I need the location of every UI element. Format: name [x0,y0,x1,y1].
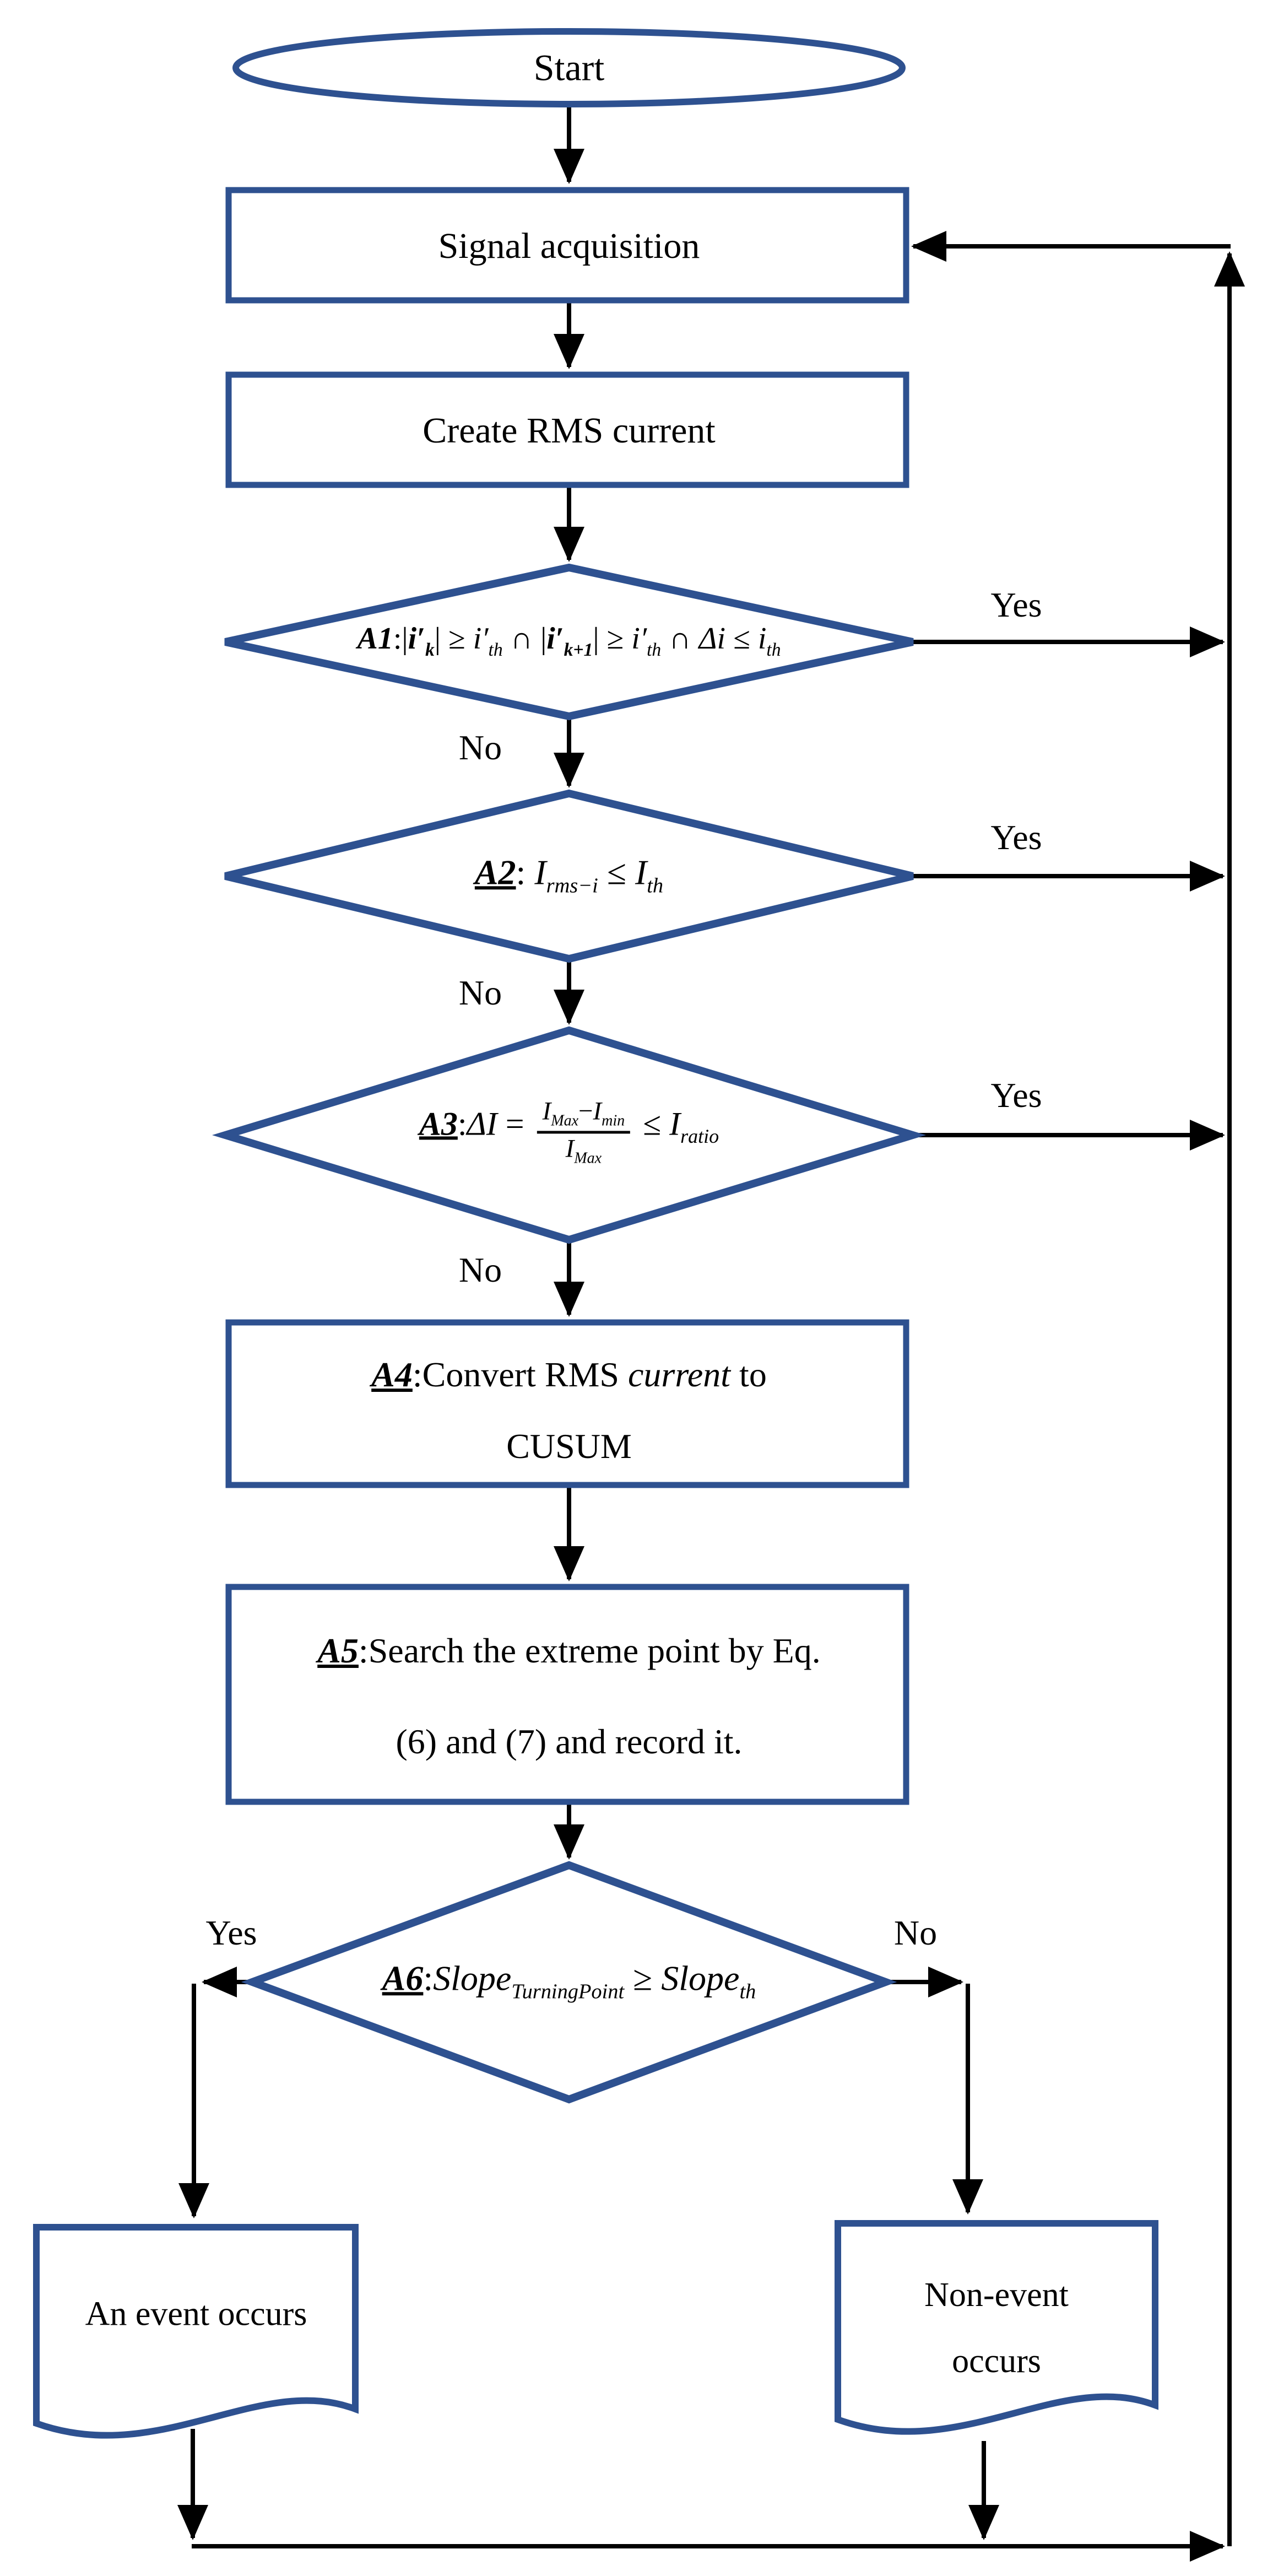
nonevent-line2: occurs [952,2342,1041,2380]
a3-yes-label: Yes [990,1076,1042,1115]
a2-yes-label: Yes [990,818,1042,857]
a1-yes-label: Yes [990,585,1042,624]
nonevent-occurs-label: Non-event occurs [924,2262,1069,2394]
a1-no-label: No [458,728,502,767]
create-rms-box [225,371,909,488]
a2-decision-diamond [224,789,914,963]
nonevent-document-shape [835,2220,1158,2435]
signal-acquisition-label: Signal acquisition [438,226,700,266]
a4-line2: CUSUM [506,1427,632,1466]
a6-yes-label: Yes [205,1913,257,1952]
start-label: Start [533,46,605,89]
event-document-shape [33,2224,359,2439]
a1-condition-formula: A1:|i′k| ≥ i′th ∩ |i′k+1| ≥ i′th ∩ Δi ≤ … [357,621,781,661]
nonevent-line1: Non-event [924,2276,1069,2314]
a6-condition-formula: A6:SlopeTurningPoint ≥ Slopeth [382,1958,756,2003]
a6-decision-diamond [241,1861,897,2104]
event-occurs-label: An event occurs [85,2295,307,2333]
signal-acquisition-box [225,187,909,304]
a5-line2: (6) and (7) and record it. [396,1722,743,1761]
a5-process-text: A5:Search the extreme point by Eq. (6) a… [317,1605,821,1787]
a5-line1: A5:Search the extreme point by Eq. [317,1631,821,1670]
a4-line1: A4:Convert RMS current to [371,1355,767,1394]
a4-process-text: A4:Convert RMS current to CUSUM [371,1339,767,1482]
create-rms-label: Create RMS current [423,411,716,451]
a6-no-label: No [893,1913,938,1952]
a2-no-label: No [458,973,502,1012]
a2-condition-formula: A2: Irms−i ≤ Ith [474,852,664,898]
a1-decision-diamond [224,563,914,721]
a4-process-box [225,1319,909,1488]
a3-no-label: No [458,1250,502,1289]
a5-process-box [225,1584,909,1805]
start-ellipse [232,28,906,107]
a3-decision-diamond [212,1026,927,1244]
